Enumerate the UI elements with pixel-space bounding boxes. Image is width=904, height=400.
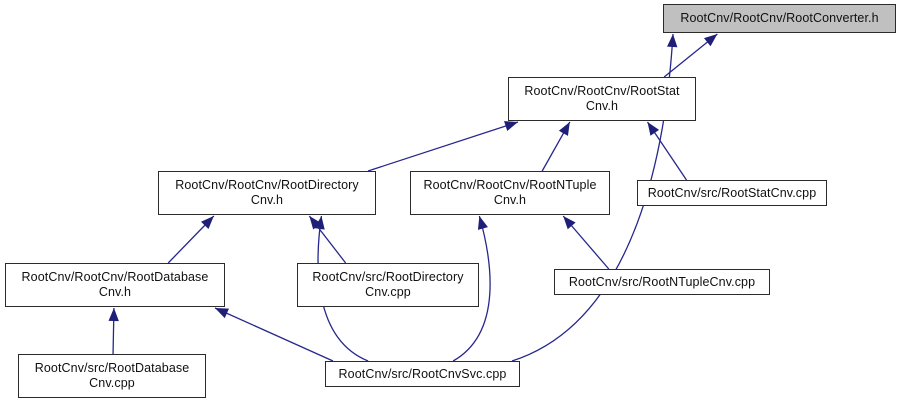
graph-node-rootcnvsvc-cpp[interactable]: RootCnv/src/RootCnvSvc.cpp — [325, 361, 520, 387]
graph-node-label: RootCnv/src/RootDatabase Cnv.cpp — [34, 361, 190, 390]
graph-node-rootntuplecnv-cpp[interactable]: RootCnv/src/RootNTupleCnv.cpp — [554, 269, 770, 295]
graph-edge-rootntuplecnv-h-to-rootstatcnv-h-arrowhead-icon — [558, 122, 570, 136]
graph-edge-rootcnvsvc-cpp-to-rootntuplecnv-h — [452, 215, 491, 362]
graph-edge-rootdirectorycnv-h-to-rootstatcnv-h-arrowhead-icon — [504, 121, 518, 131]
graph-edge-rootcnvsvc-cpp-to-rootdatabasecnv-h — [214, 307, 334, 362]
graph-edge-rootdatabasecnv-h-to-rootdirectorycnv-h-arrowhead-icon — [201, 216, 214, 229]
graph-edge-rootdatabasecnv-cpp-to-rootdatabasecnv-h-arrowhead-icon — [108, 308, 119, 322]
graph-edge-rootstatcnv-h-to-rootconverter-h-arrowhead-icon — [703, 34, 718, 47]
graph-node-rootdirectorycnv-h[interactable]: RootCnv/RootCnv/RootDirectory Cnv.h — [158, 171, 376, 215]
graph-node-label: RootCnv/src/RootStatCnv.cpp — [647, 185, 817, 200]
graph-edge-rootstatcnv-cpp-to-rootstatcnv-h-arrowhead-icon — [647, 122, 660, 136]
graph-edge-rootcnvsvc-cpp-to-rootntuplecnv-h-arrowhead-icon — [477, 216, 488, 230]
graph-node-rootstatcnv-cpp[interactable]: RootCnv/src/RootStatCnv.cpp — [637, 180, 827, 206]
graph-edge-rootntuplecnv-cpp-to-rootntuplecnv-h-arrowhead-icon — [563, 216, 576, 230]
graph-node-rootconverter-h[interactable]: RootCnv/RootCnv/RootConverter.h — [663, 4, 896, 33]
graph-node-label: RootCnv/RootCnv/RootDirectory Cnv.h — [175, 178, 359, 207]
graph-node-rootdatabasecnv-cpp[interactable]: RootCnv/src/RootDatabase Cnv.cpp — [18, 354, 206, 398]
graph-node-label: RootCnv/src/RootCnvSvc.cpp — [338, 366, 507, 381]
graph-node-label: RootCnv/src/RootDirectory Cnv.cpp — [312, 270, 464, 299]
graph-node-rootstatcnv-h[interactable]: RootCnv/RootCnv/RootStat Cnv.h — [508, 77, 696, 121]
graph-node-label: RootCnv/RootCnv/RootNTuple Cnv.h — [423, 178, 597, 207]
graph-node-label: RootCnv/src/RootNTupleCnv.cpp — [568, 274, 756, 289]
graph-node-rootntuplecnv-h[interactable]: RootCnv/RootCnv/RootNTuple Cnv.h — [410, 171, 610, 215]
graph-edge-rootcnvsvc-cpp-to-rootdatabasecnv-h-arrowhead-icon — [215, 308, 229, 319]
graph-node-label: RootCnv/RootCnv/RootDatabase Cnv.h — [21, 270, 209, 299]
graph-node-rootdirectorycnv-cpp[interactable]: RootCnv/src/RootDirectory Cnv.cpp — [297, 263, 479, 307]
graph-edge-rootcnvsvc-cpp-to-rootconverter-h-arrowhead-icon — [667, 34, 678, 48]
graph-node-label: RootCnv/RootCnv/RootStat Cnv.h — [524, 84, 680, 113]
graph-edge-rootdirectorycnv-cpp-to-rootdirectorycnv-h-arrowhead-icon — [309, 216, 322, 230]
graph-node-rootdatabasecnv-h[interactable]: RootCnv/RootCnv/RootDatabase Cnv.h — [5, 263, 225, 307]
graph-edge-rootdirectorycnv-h-to-rootstatcnv-h — [367, 121, 519, 172]
graph-node-label: RootCnv/RootCnv/RootConverter.h — [680, 11, 879, 25]
